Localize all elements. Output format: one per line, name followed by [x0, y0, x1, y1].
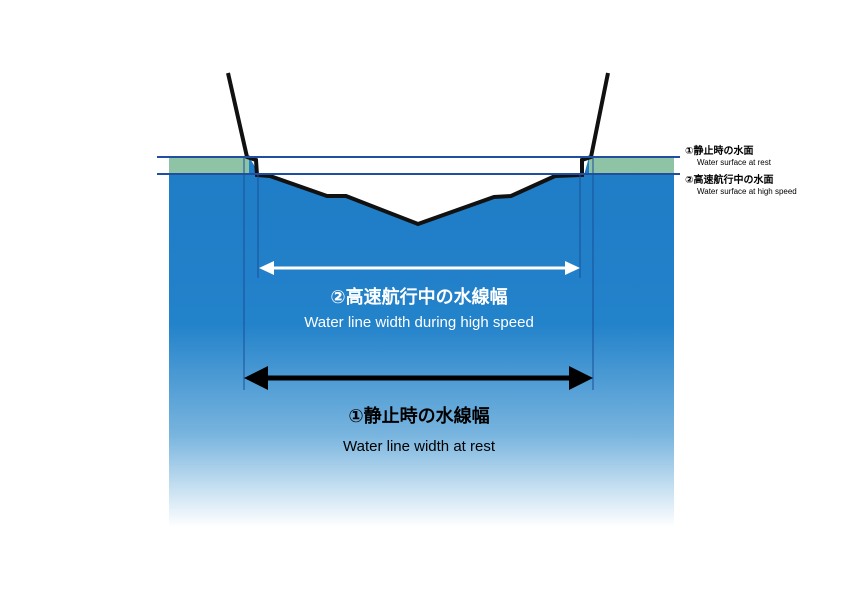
- high-surface-label-jp: ②高速航行中の水面: [685, 173, 773, 186]
- surface-band-left: [169, 157, 249, 173]
- rest-surface-label-en: Water surface at rest: [697, 158, 772, 167]
- rest-width-label-en: Water line width at rest: [343, 438, 496, 455]
- high-width-label-jp: ②高速航行中の水線幅: [330, 286, 507, 308]
- rest-width-label-jp: ①静止時の水線幅: [348, 405, 489, 427]
- high-surface-label-en: Water surface at high speed: [697, 187, 797, 196]
- rest-surface-label-jp: ①静止時の水面: [685, 144, 753, 157]
- rest-width-arrow: [244, 366, 593, 390]
- surface-band-right: [589, 157, 674, 173]
- hull-outline: [226, 72, 610, 227]
- high-speed-width-arrow: [259, 261, 580, 275]
- high-width-label-en: Water line width during high speed: [304, 314, 534, 331]
